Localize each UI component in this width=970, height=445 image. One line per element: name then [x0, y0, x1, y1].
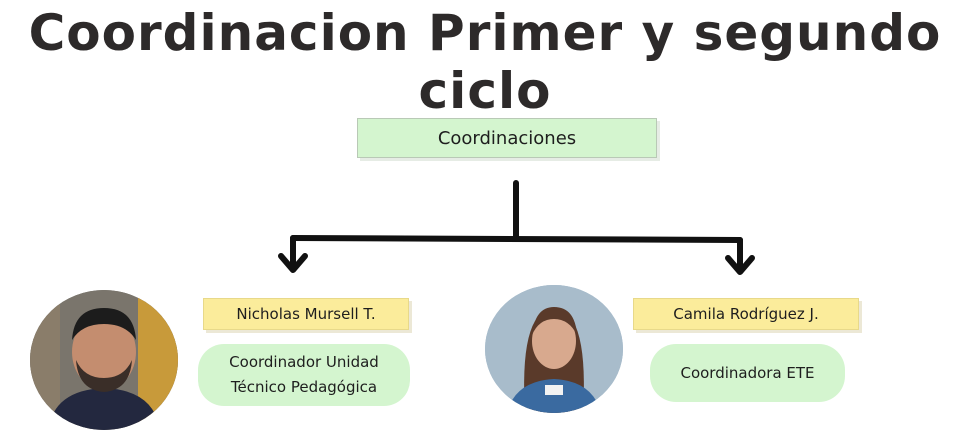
member-name-box: Camila Rodríguez J.: [633, 298, 859, 330]
member-role-line: Técnico Pedagógica: [230, 378, 378, 396]
avatar-nicholas: [30, 290, 178, 430]
member-role-box: Coordinadora ETE: [650, 344, 845, 402]
member-role-line: Coordinador Unidad: [229, 353, 379, 371]
right-arrow-head: [725, 255, 755, 275]
member-role-line: Coordinadora ETE: [680, 363, 815, 382]
member-role-box: Coordinador Unidad Técnico Pedagógica: [198, 344, 410, 406]
root-node-label: Coordinaciones: [437, 127, 577, 149]
page-title: Coordinacion Primer y segundo ciclo: [28, 4, 942, 120]
left-arrow-head: [278, 253, 308, 273]
branch-line: [290, 235, 743, 243]
avatar-camila: [485, 285, 623, 413]
member-name: Nicholas Mursell T.: [236, 305, 376, 323]
member-name-box: Nicholas Mursell T.: [203, 298, 409, 330]
member-name: Camila Rodríguez J.: [673, 305, 819, 323]
root-node: Coordinaciones: [357, 118, 657, 158]
